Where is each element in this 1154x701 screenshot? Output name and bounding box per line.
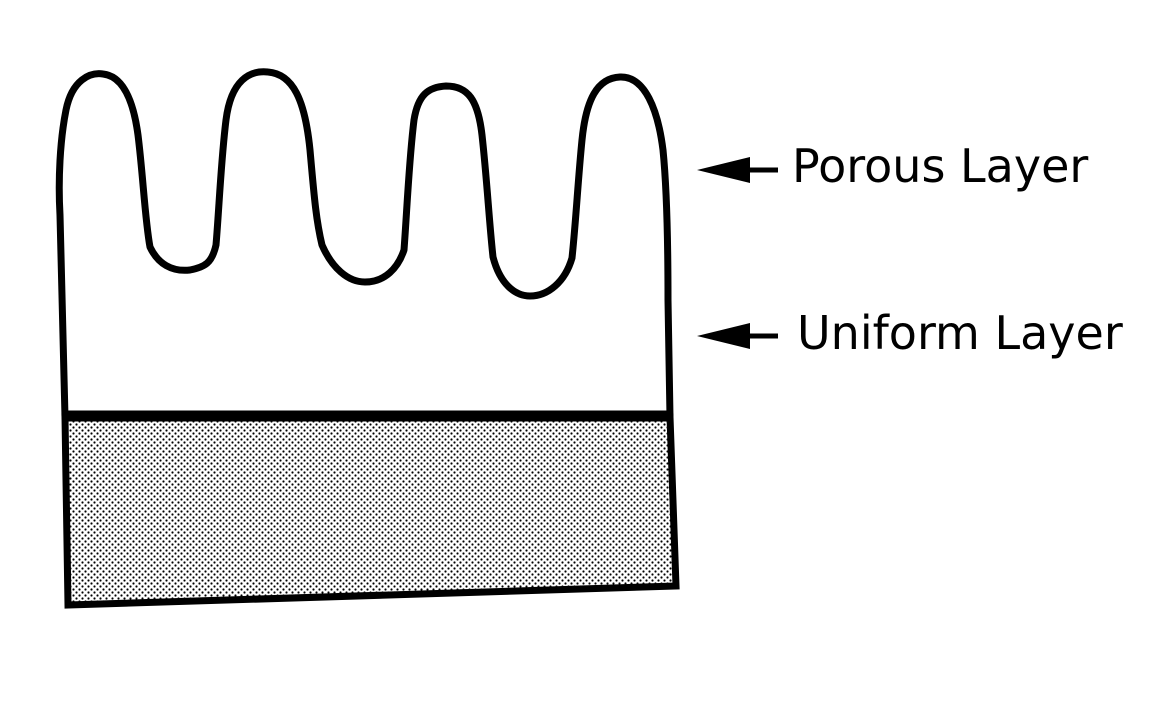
porous-layer-label: Porous Layer (792, 139, 1088, 193)
porous-layer-arrow (697, 157, 778, 183)
uniform-layer-arrow (697, 323, 778, 349)
uniform-layer-label: Uniform Layer (797, 306, 1123, 360)
oxide-film-outline (55, 68, 674, 421)
substrate-layer (61, 413, 680, 609)
